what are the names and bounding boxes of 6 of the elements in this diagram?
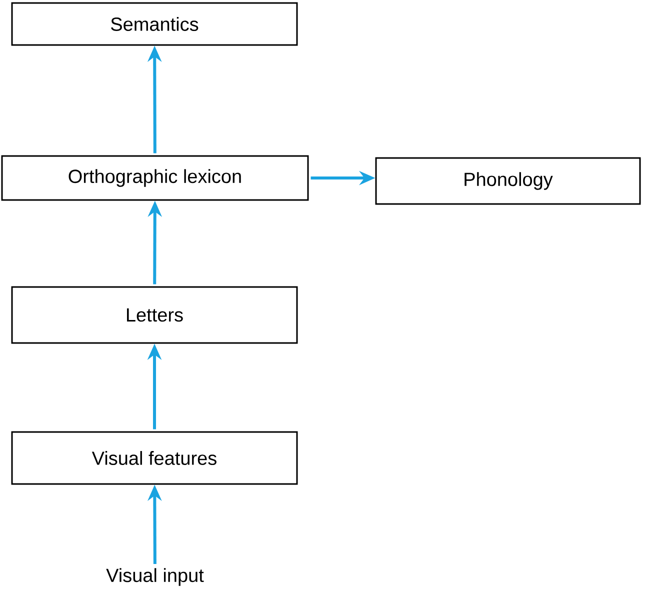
process-box: Semantics <box>11 2 298 46</box>
input-label: Visual input <box>106 568 204 586</box>
process-box: Phonology <box>375 157 641 205</box>
process-box: Letters <box>11 286 298 344</box>
process-box: Visual features <box>11 431 298 485</box>
process-box: Orthographic lexicon <box>1 155 309 201</box>
